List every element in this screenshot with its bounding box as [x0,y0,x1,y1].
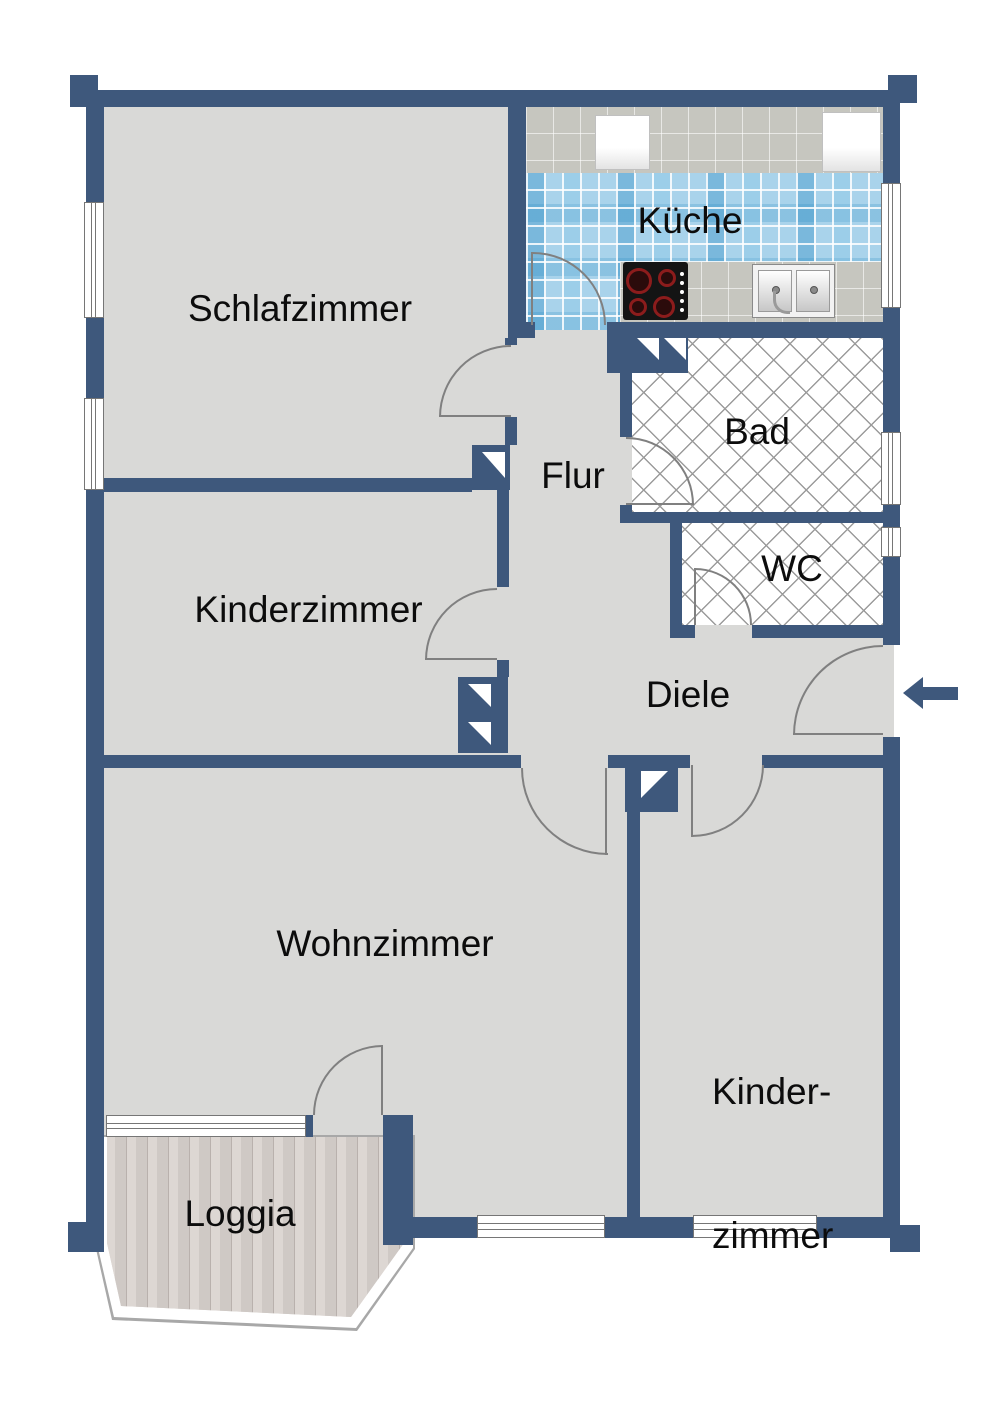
door-childroom-leaf [425,658,497,660]
label-diele: Diele [645,674,731,715]
wall-bedroom-east-lower [505,417,517,445]
window-kitchen [881,183,901,308]
chimney-diele-icon [625,765,678,812]
label-kinderzimmer2-line1: Kinder- [712,1071,832,1112]
sink-drain-icon [810,286,818,294]
entrance-arrow-icon [903,677,923,709]
corner-post-top-left [70,75,98,107]
label-kinderzimmer2: Kinder- zimmer [712,972,882,1356]
wall-diele-south-right [762,755,883,768]
wall-bedroom-south [104,478,472,492]
label-kueche: Küche [637,200,743,241]
window-living-south [477,1215,605,1238]
chimney-triangle-icon [468,684,491,707]
corner-post-bottom-left [68,1222,96,1252]
wall-bath-west-upper [620,373,632,437]
wall-outer-top [98,90,900,107]
door-kitchen-leaf [531,252,533,325]
chimney-hall-icon [472,445,510,490]
label-wc: WC [761,548,823,589]
entrance-opening-outside [894,645,902,737]
window-childroom2-south [693,1215,817,1238]
window-living-loggia [106,1115,306,1137]
door-bedroom-leaf [439,415,511,417]
label-loggia: Loggia [184,1193,296,1234]
sink-icon [752,264,835,318]
chimney-triangle-icon [482,452,505,478]
wall-bath-south [620,512,900,523]
wall-outer-left [86,107,104,1252]
chimney-triangle-icon [664,338,686,360]
faucet-icon [773,291,790,314]
stove-knob-icon [680,272,684,276]
label-wohnzimmer: Wohnzimmer [276,923,494,964]
wall-bedroom-east-upper [505,338,517,345]
wall-kitchen-south-left [508,322,535,338]
wall-kitchen-west [508,107,526,338]
window-bedroom [84,202,104,318]
wall-loggia-jamb [306,1115,313,1137]
wall-wc-south-left [670,625,695,638]
wall-hall-west-upper [497,490,509,587]
stove-knob-icon [680,281,684,285]
burner-icon [653,296,675,318]
wall-living-divider [627,812,640,1217]
wall-kitchen-south-right [688,322,883,338]
door-childroom2-leaf [691,765,693,837]
wall-loggia-column [383,1115,413,1245]
burner-icon [629,298,647,316]
window-childroom [84,398,104,490]
burner-icon [658,269,676,287]
label-kinderzimmer2-line2: zimmer [712,1215,834,1256]
corner-post-bottom-right [890,1225,920,1252]
kitchen-fridge-icon [822,112,881,172]
label-schlafzimmer: Schlafzimmer [187,288,413,329]
label-flur: Flur [541,455,605,496]
wall-childroom-south [104,755,521,768]
corner-post-top-right [888,75,917,103]
entrance-arrow-shaft [921,687,958,700]
label-bad: Bad [724,411,790,452]
label-kinderzimmer: Kinderzimmer [194,589,423,630]
door-living-leaf [605,768,607,855]
chimney-triangle-icon [637,338,659,360]
window-bath [881,432,901,505]
door-bath-leaf [626,503,694,505]
sink-basin-icon [796,270,830,312]
stove-icon [623,262,688,320]
stove-knob-icon [680,308,684,312]
door-loggia-leaf [381,1045,383,1115]
entrance-opening [881,645,894,737]
stove-knob-icon [680,299,684,303]
apartment-floor-lower [413,1137,890,1230]
kitchen-cabinet-icon [595,115,650,170]
wall-wc-south-right [752,625,883,638]
chimney-triangle-icon [641,771,668,798]
chimney-kitchen-icon [607,322,688,373]
window-wc [881,527,901,557]
chimney-triangle-icon [468,722,491,745]
door-entrance-leaf [793,733,883,735]
burner-icon [626,268,652,294]
wall-wc-west [670,523,682,638]
wall-diele-south-left [608,755,690,768]
stove-knob-icon [680,290,684,294]
chimney-childroom-icon [458,677,508,753]
door-wc-leaf [694,568,696,625]
wall-hall-west-lower [497,660,509,677]
